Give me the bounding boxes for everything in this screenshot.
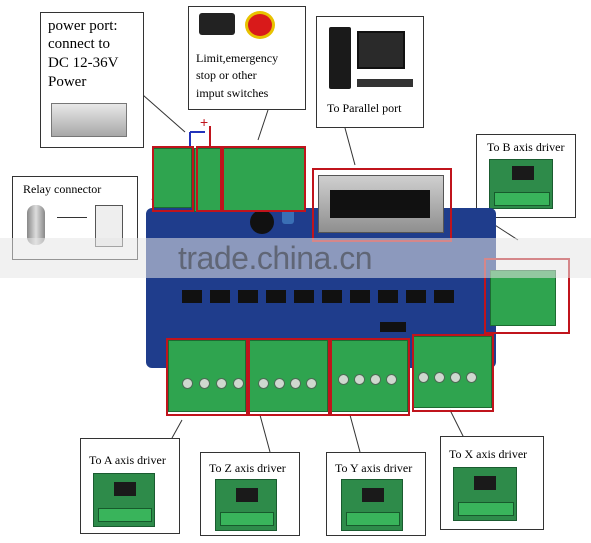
y-axis-driver-image: [341, 479, 403, 531]
limit-line3: imput switches: [196, 86, 269, 100]
b-axis-terminal-block: [490, 270, 556, 326]
power-port-line1: power port:: [48, 18, 118, 34]
y-axis-label: To Y axis driver: [335, 461, 413, 475]
a-axis-callout: To A axis driver: [80, 438, 180, 534]
watermark-text: trade.china.cn: [178, 240, 373, 276]
parallel-label: To Parallel port: [327, 101, 402, 115]
z-axis-terminal-block: [248, 340, 328, 412]
y-axis-callout: To Y axis driver: [326, 452, 426, 536]
a-axis-label: To A axis driver: [89, 453, 166, 467]
polarity-plus: +: [200, 114, 209, 130]
limit-line2: stop or other: [196, 68, 257, 82]
chip-8: [378, 290, 398, 303]
relay-label: Relay connector: [23, 182, 102, 196]
relay-highlight: [152, 146, 194, 212]
b-axis-driver-image: [489, 159, 553, 209]
b-axis-callout: To B axis driver: [476, 134, 576, 218]
x-axis-label: To X axis driver: [449, 447, 528, 461]
power-port-line4: Power: [48, 74, 87, 90]
power-port-callout: power port: connect to DC 12-36V Power: [40, 12, 144, 148]
limit-terminal-block: [222, 148, 306, 212]
x-axis-driver-image: [453, 467, 517, 521]
chip-6: [322, 290, 342, 303]
limit-line1: Limit,emergency: [196, 51, 279, 65]
chip-7: [350, 290, 370, 303]
power-supply-image: [51, 103, 127, 137]
a-axis-driver-image: [93, 473, 155, 527]
keyboard-image: [357, 79, 413, 87]
parallel-port-callout: To Parallel port: [316, 16, 424, 128]
limit-highlight: [222, 146, 306, 212]
a-axis-highlight: [166, 338, 248, 416]
z-axis-callout: To Z axis driver: [200, 452, 300, 536]
ic-chip: [380, 322, 406, 332]
watermark-band: trade.china.cn: [0, 238, 591, 278]
parallel-highlight: [312, 168, 452, 242]
monitor-image: [357, 31, 405, 69]
pc-tower-image: [329, 27, 351, 89]
chip-10: [434, 290, 454, 303]
power-highlight: [196, 146, 222, 212]
z-axis-highlight: [248, 338, 330, 416]
chip-4: [266, 290, 286, 303]
spindle-image: [27, 205, 45, 245]
chip-3: [238, 290, 258, 303]
chip-9: [406, 290, 426, 303]
chip-2: [210, 290, 230, 303]
a-axis-terminal-block: [168, 340, 246, 412]
z-axis-label: To Z axis driver: [209, 461, 286, 475]
power-port-line2: connect to: [48, 36, 111, 52]
y-axis-highlight: [330, 338, 410, 416]
emergency-stop-image: [245, 11, 275, 39]
x-axis-callout: To X axis driver: [440, 436, 544, 530]
power-port-line3: DC 12-36V: [48, 55, 119, 71]
db25-socket: [330, 190, 430, 218]
relay-terminal-block: [152, 148, 192, 208]
chip-5: [294, 290, 314, 303]
x-axis-highlight: [412, 334, 494, 412]
switch-image: [199, 13, 235, 35]
z-axis-driver-image: [215, 479, 277, 531]
chip-1: [182, 290, 202, 303]
wire-image: [57, 217, 87, 236]
capacitor: [250, 210, 274, 234]
limit-switch-callout: Limit,emergency stop or other imput swit…: [188, 6, 306, 110]
b-axis-label: To B axis driver: [487, 140, 565, 154]
